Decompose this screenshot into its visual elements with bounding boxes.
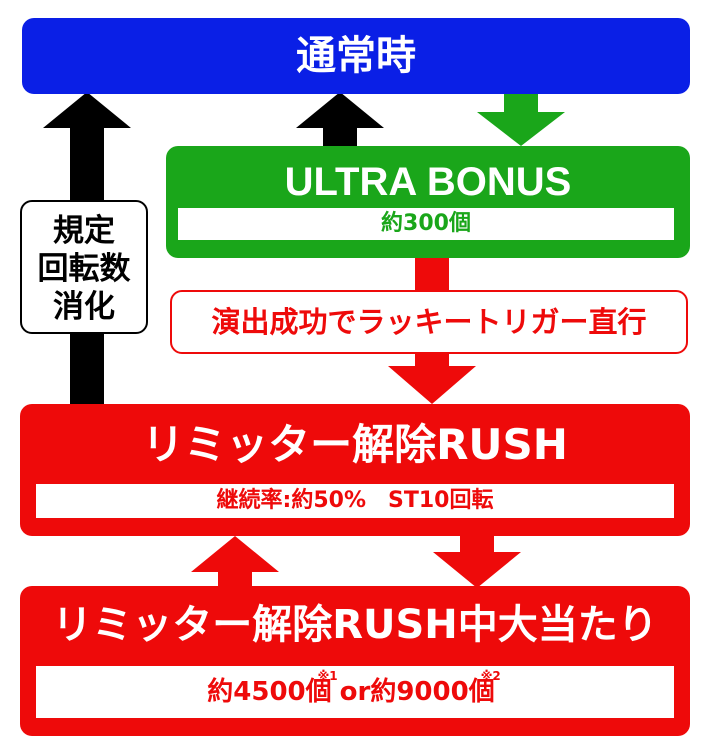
rush-hit-label: リミッター解除RUSH中大当たり [52,602,658,648]
arrow-down-green [477,92,565,146]
lucky-trigger-box: 演出成功でラッキートリガー直行 [170,290,688,354]
side-label-line1: 規定 [53,213,115,249]
arrow-up-red-lower [191,536,279,590]
note-marker-2: ※2 [480,669,501,683]
rush-detail: 継続率:約50% ST10回転 [36,484,674,518]
normal-state-label: 通常時 [296,33,416,79]
normal-state-box: 通常時 [22,18,690,94]
rush-hit-or: or [339,677,371,707]
arrow-up-black-middle [296,92,384,150]
arrow-down-red-upper [388,352,476,404]
arrow-stem-red-upper [415,256,449,292]
arrow-down-red-lower [433,534,521,588]
lucky-trigger-label: 演出成功でラッキートリガー直行 [211,305,647,339]
side-label-line2: 回転数 [37,251,131,287]
rush-label: リミッター解除RUSH [142,420,568,469]
rush-hit-box: リミッター解除RUSH中大当たり 約4500個※1or約9000個※2 [20,586,690,736]
note-marker-1: ※1 [317,669,338,683]
ultra-bonus-payout: 約300個 [178,208,674,240]
rush-box: リミッター解除RUSH 継続率:約50% ST10回転 [20,404,690,536]
ultra-bonus-label: ULTRA BONUS [284,160,572,204]
rush-hit-payout-area: 約4500個※1or約9000個※2 [36,666,674,718]
rush-hit-payout-b: 約9000個 [370,677,495,707]
rush-hit-payout-a: 約4500個 [207,677,332,707]
side-label-box: 規定 回転数 消化 [20,200,148,334]
side-label-line3: 消化 [53,289,115,325]
ultra-bonus-box: ULTRA BONUS 約300個 [166,146,690,258]
